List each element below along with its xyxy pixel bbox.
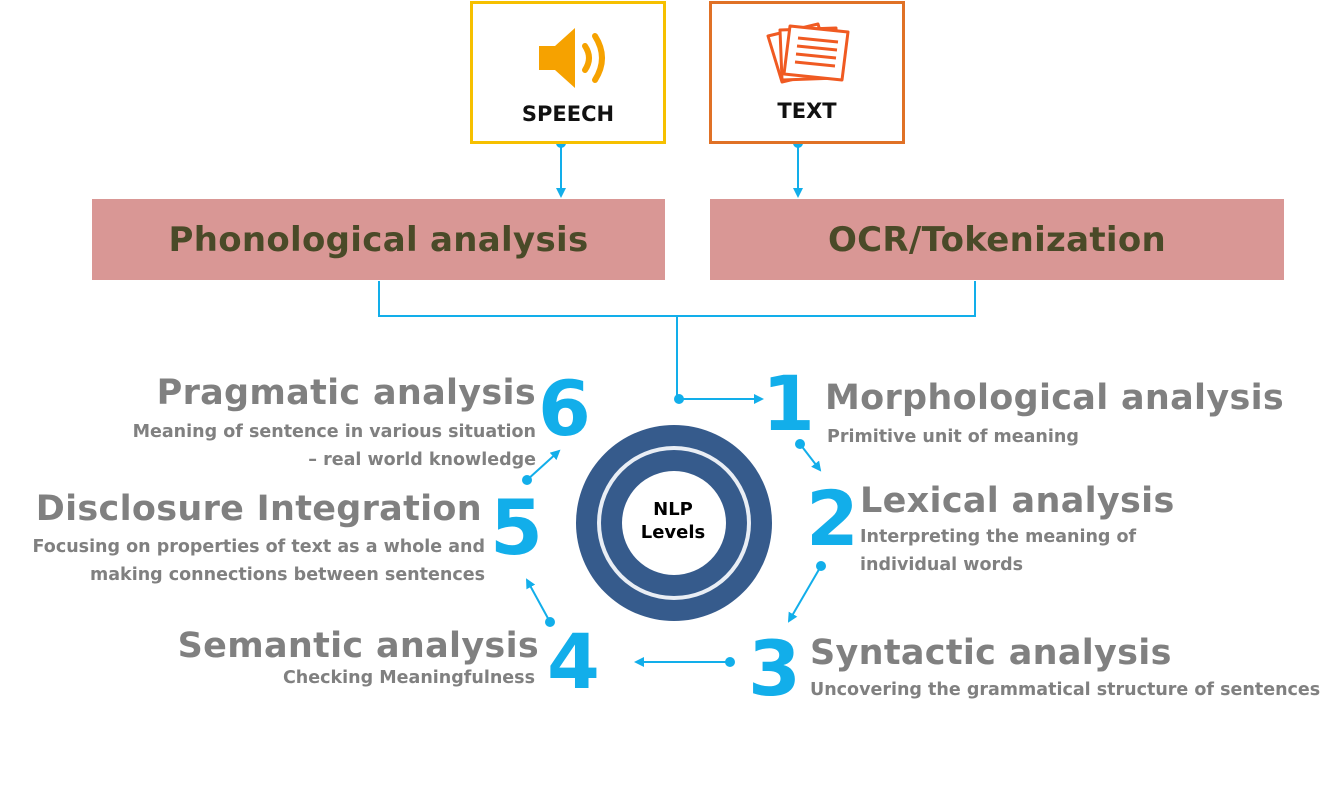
level-5-title: Disclosure Integration [35,489,482,529]
hub-line-2: Levels [640,522,706,543]
phonological-analysis-label: Phonological analysis [168,219,589,260]
level-6-desc: Meaning of sentence in various situation… [132,422,536,470]
speech-input-box: SPEECH [470,1,666,144]
arrow-4-to-5 [526,578,551,623]
ocr-tokenization-label: OCR/Tokenization [827,219,1167,260]
level-3-title: Syntactic analysis [810,633,1172,673]
phonological-analysis-box: Phonological analysis [92,199,665,280]
level-2-desc: Interpreting the meaning of individual w… [860,527,1137,575]
level-3-desc: Uncovering the grammatical structure of … [810,680,1321,700]
level-6-title: Pragmatic analysis [156,373,536,413]
documents-icon [766,22,850,84]
text-label: TEXT [777,99,837,123]
level-2-number: 2 [806,474,859,563]
level-2-title: Lexical analysis [860,481,1175,521]
level-5-number: 5 [490,483,543,572]
speech-label: SPEECH [521,102,615,126]
level-4-title: Semantic analysis [177,626,539,666]
arrow-1-to-2 [799,443,822,472]
level-1-title: Morphological analysis [825,378,1285,418]
level-1-desc: Primitive unit of meaning [827,427,1079,447]
level-3-number: 3 [748,624,801,713]
ocr-tokenization-box: OCR/Tokenization [710,199,1284,280]
speaker-icon [539,28,605,88]
merge-bracket [378,281,976,317]
level-1-number: 1 [762,359,815,448]
level-5-desc: Focusing on properties of text as a whol… [32,537,485,585]
nlp-hub-ring [576,425,772,621]
hub-line-1: NLP [653,499,693,520]
level-4-number: 4 [547,617,600,706]
level-6-number: 6 [538,364,591,453]
nlp-levels-label: NLP Levels [625,498,721,544]
text-input-box: TEXT [709,1,905,144]
arrow-2-to-3 [787,565,822,623]
level-4-desc: Checking Meaningfulness [282,668,535,688]
arrow-5-to-6 [526,449,561,481]
